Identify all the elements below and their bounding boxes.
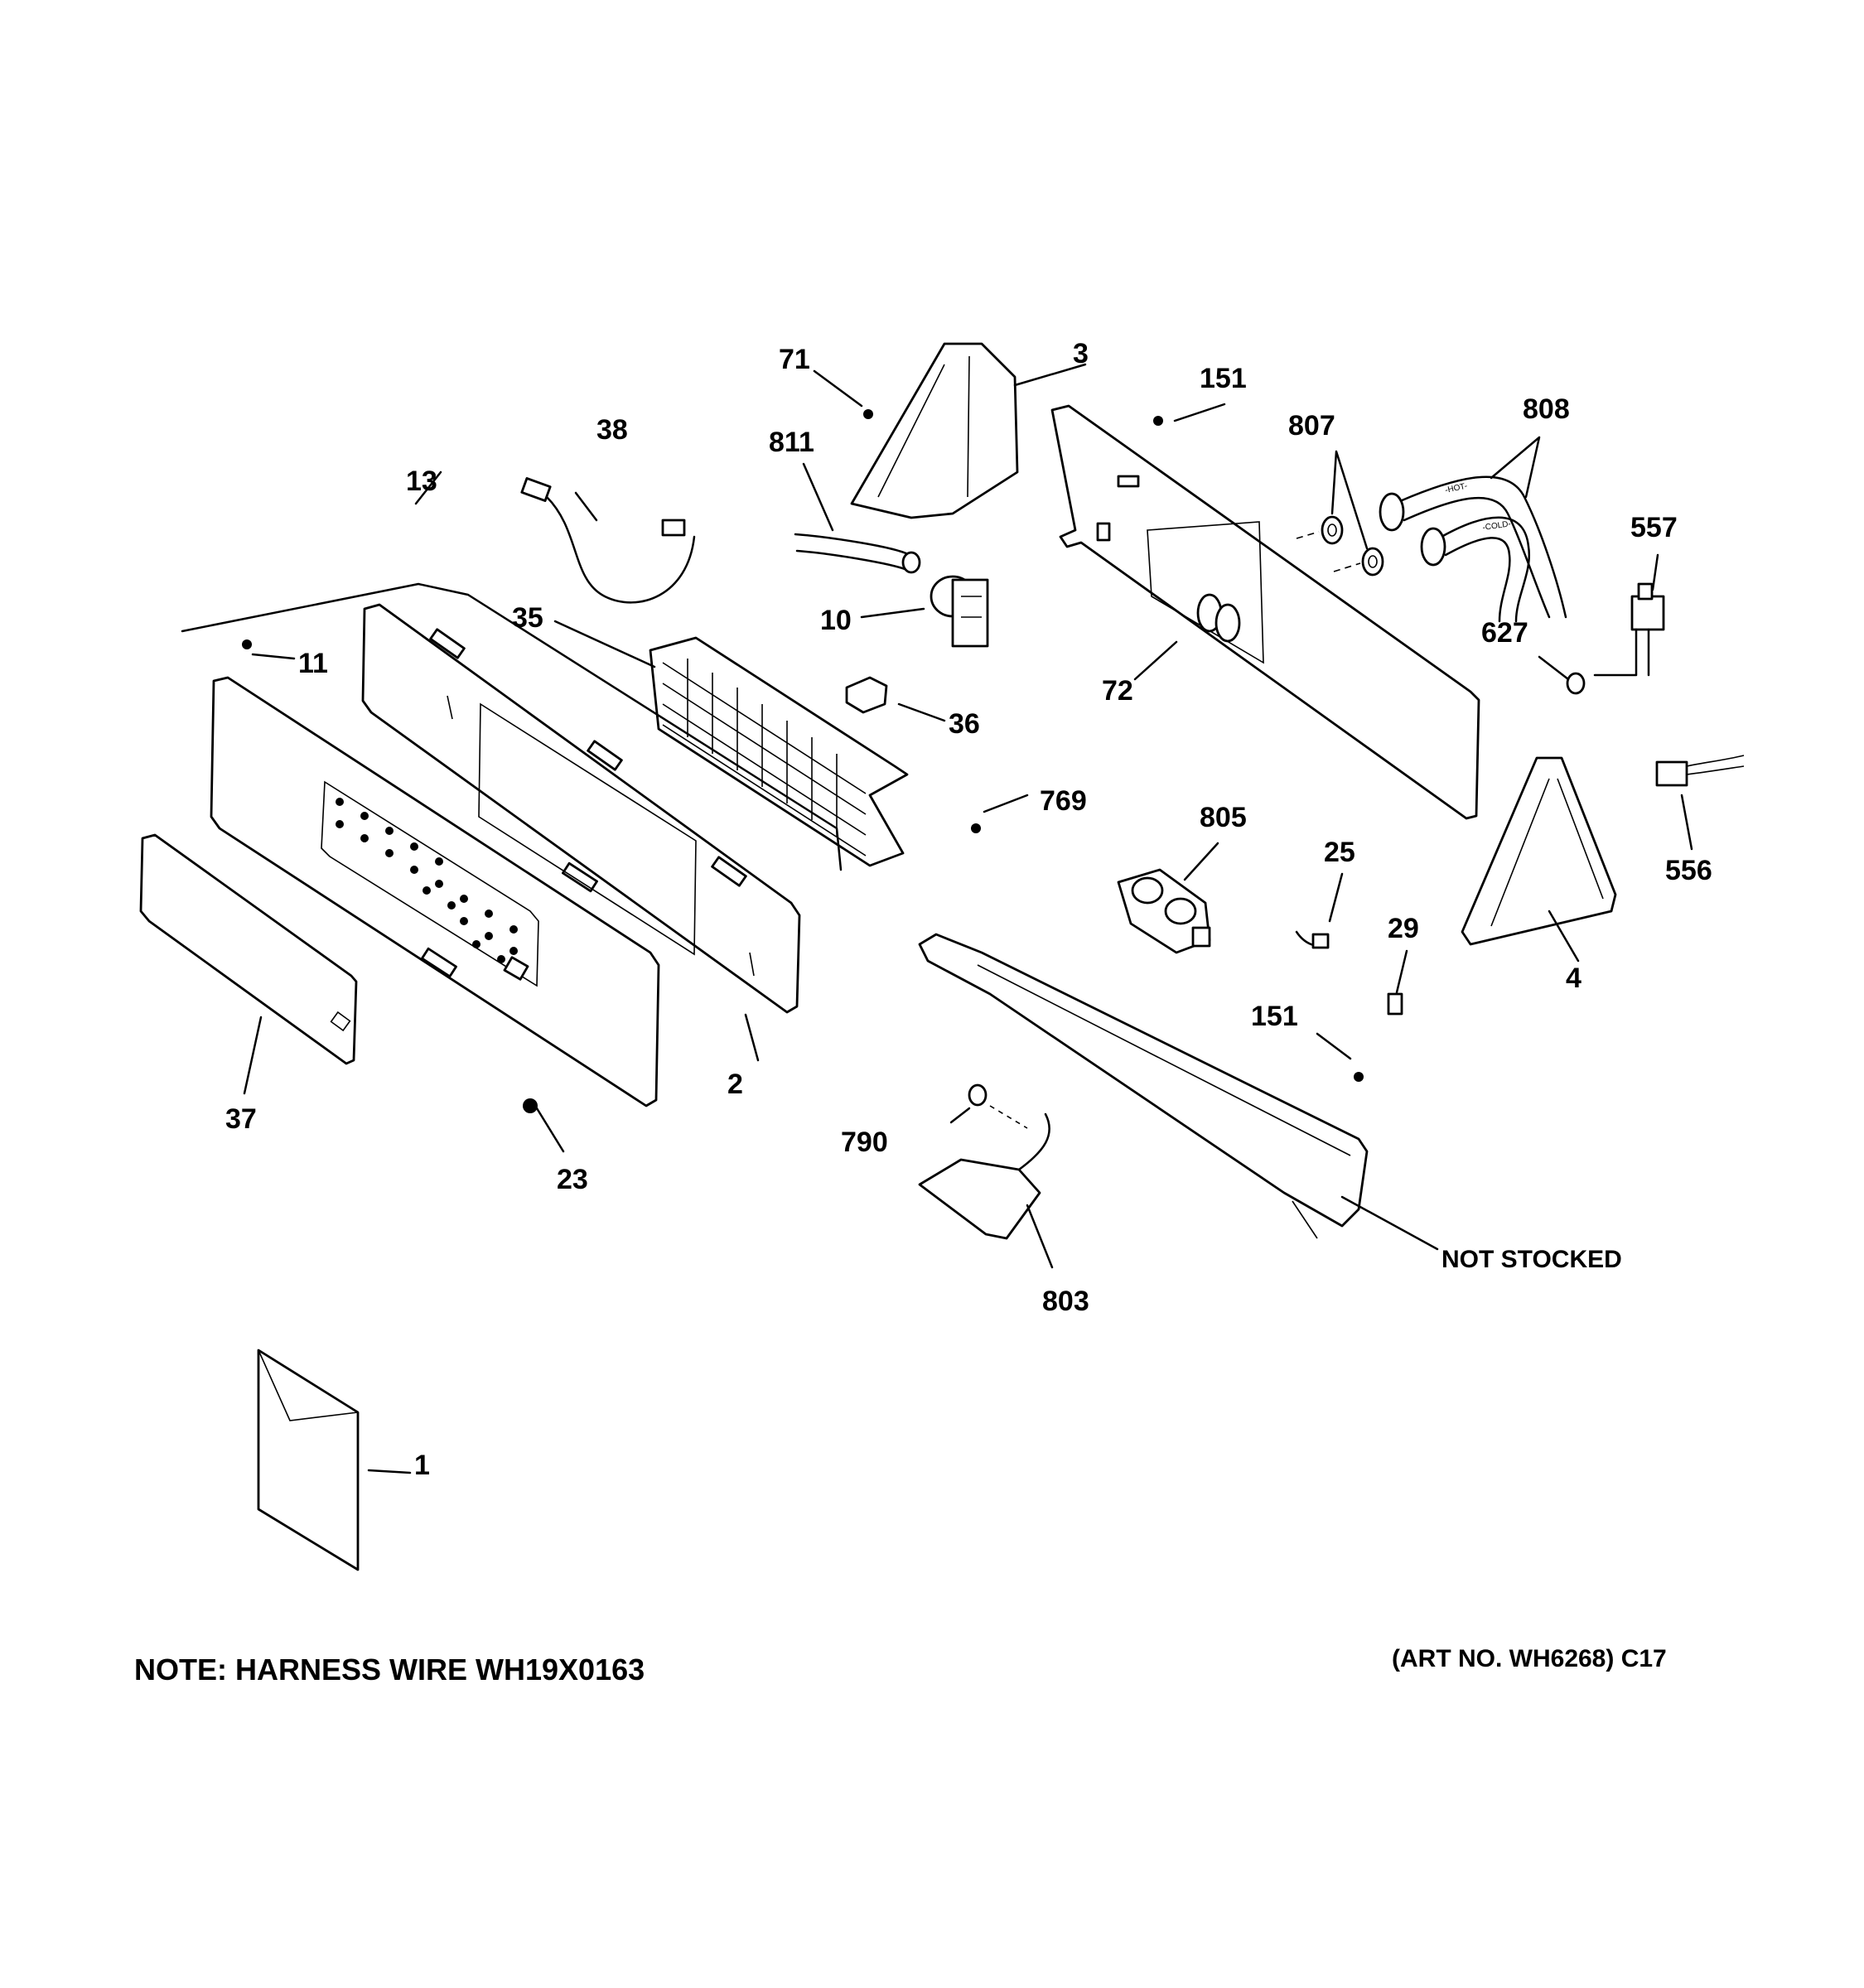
- front-control-panel: [210, 676, 660, 1107]
- part-72-backsplash: [1050, 404, 1480, 820]
- callout-805: 805: [1200, 802, 1247, 833]
- screws: [242, 409, 1364, 1113]
- part-805-inlet-valve: [1117, 868, 1211, 954]
- callout-769: 769: [1040, 785, 1087, 817]
- art-number: (ART NO. WH6268) C17: [1392, 1645, 1667, 1672]
- callout-556: 556: [1665, 855, 1712, 886]
- callout-38: 38: [596, 414, 628, 446]
- hose-cold-label: -COLD-: [1482, 519, 1512, 533]
- not-stocked-label: NOT STOCKED: [1441, 1246, 1622, 1273]
- callout-151-top: 151: [1200, 363, 1247, 394]
- callout-3: 3: [1073, 338, 1089, 369]
- part-36-clip: [845, 676, 888, 714]
- callout-23: 23: [557, 1164, 588, 1195]
- callout-811: 811: [769, 427, 814, 458]
- callout-803: 803: [1042, 1286, 1089, 1317]
- callouts: 3 71 811 151 807 808 557 627 72 10 36 35…: [225, 338, 1712, 1481]
- part-557-sensor: [1593, 582, 1665, 677]
- part-10-switch: [930, 575, 989, 648]
- callout-72: 72: [1102, 675, 1133, 707]
- part-25-wire: [1295, 930, 1330, 949]
- callout-807: 807: [1288, 410, 1335, 442]
- part-627-plug: [1566, 672, 1586, 695]
- callout-35: 35: [512, 602, 543, 634]
- callout-790: 790: [841, 1127, 888, 1158]
- part-808-inlet-hoses: -HOT- -COLD-: [1379, 475, 1567, 623]
- part-3-bracket: [850, 342, 1019, 519]
- callout-29: 29: [1388, 913, 1419, 944]
- callout-4: 4: [1566, 963, 1582, 994]
- callout-2: 2: [727, 1069, 743, 1100]
- part-38-wire-harness: [520, 477, 696, 604]
- not-stocked-bracket: [918, 933, 1369, 1239]
- callout-557: 557: [1630, 512, 1678, 543]
- callout-36: 36: [949, 708, 980, 740]
- part-29-clip: [1387, 992, 1403, 1016]
- callout-13: 13: [406, 466, 437, 497]
- part-2-frame: [361, 603, 801, 1014]
- callout-37: 37: [225, 1103, 257, 1135]
- callout-11: 11: [298, 648, 328, 679]
- part-556-connector: [1655, 755, 1745, 787]
- part-790-clamp: [968, 1083, 988, 1107]
- part-35-board-bracket: [649, 636, 909, 867]
- callout-25: 25: [1324, 837, 1355, 868]
- callout-71: 71: [779, 344, 810, 375]
- callout-627: 627: [1481, 617, 1528, 649]
- part-4-bracket: [1461, 756, 1617, 946]
- part-1-envelope: [257, 1349, 360, 1571]
- leader-lines: [181, 363, 1693, 1474]
- part-811-hose: [794, 533, 921, 574]
- harness-note: NOTE: HARNESS WIRE WH19X0163: [134, 1653, 645, 1686]
- part-807-washers: [1296, 515, 1384, 577]
- callout-151-bottom: 151: [1251, 1001, 1298, 1032]
- callout-10: 10: [820, 605, 852, 636]
- part-803-assembly: [918, 1105, 1050, 1240]
- callout-1: 1: [414, 1450, 430, 1481]
- part-37-overlay: [139, 833, 358, 1065]
- callout-808: 808: [1523, 393, 1570, 425]
